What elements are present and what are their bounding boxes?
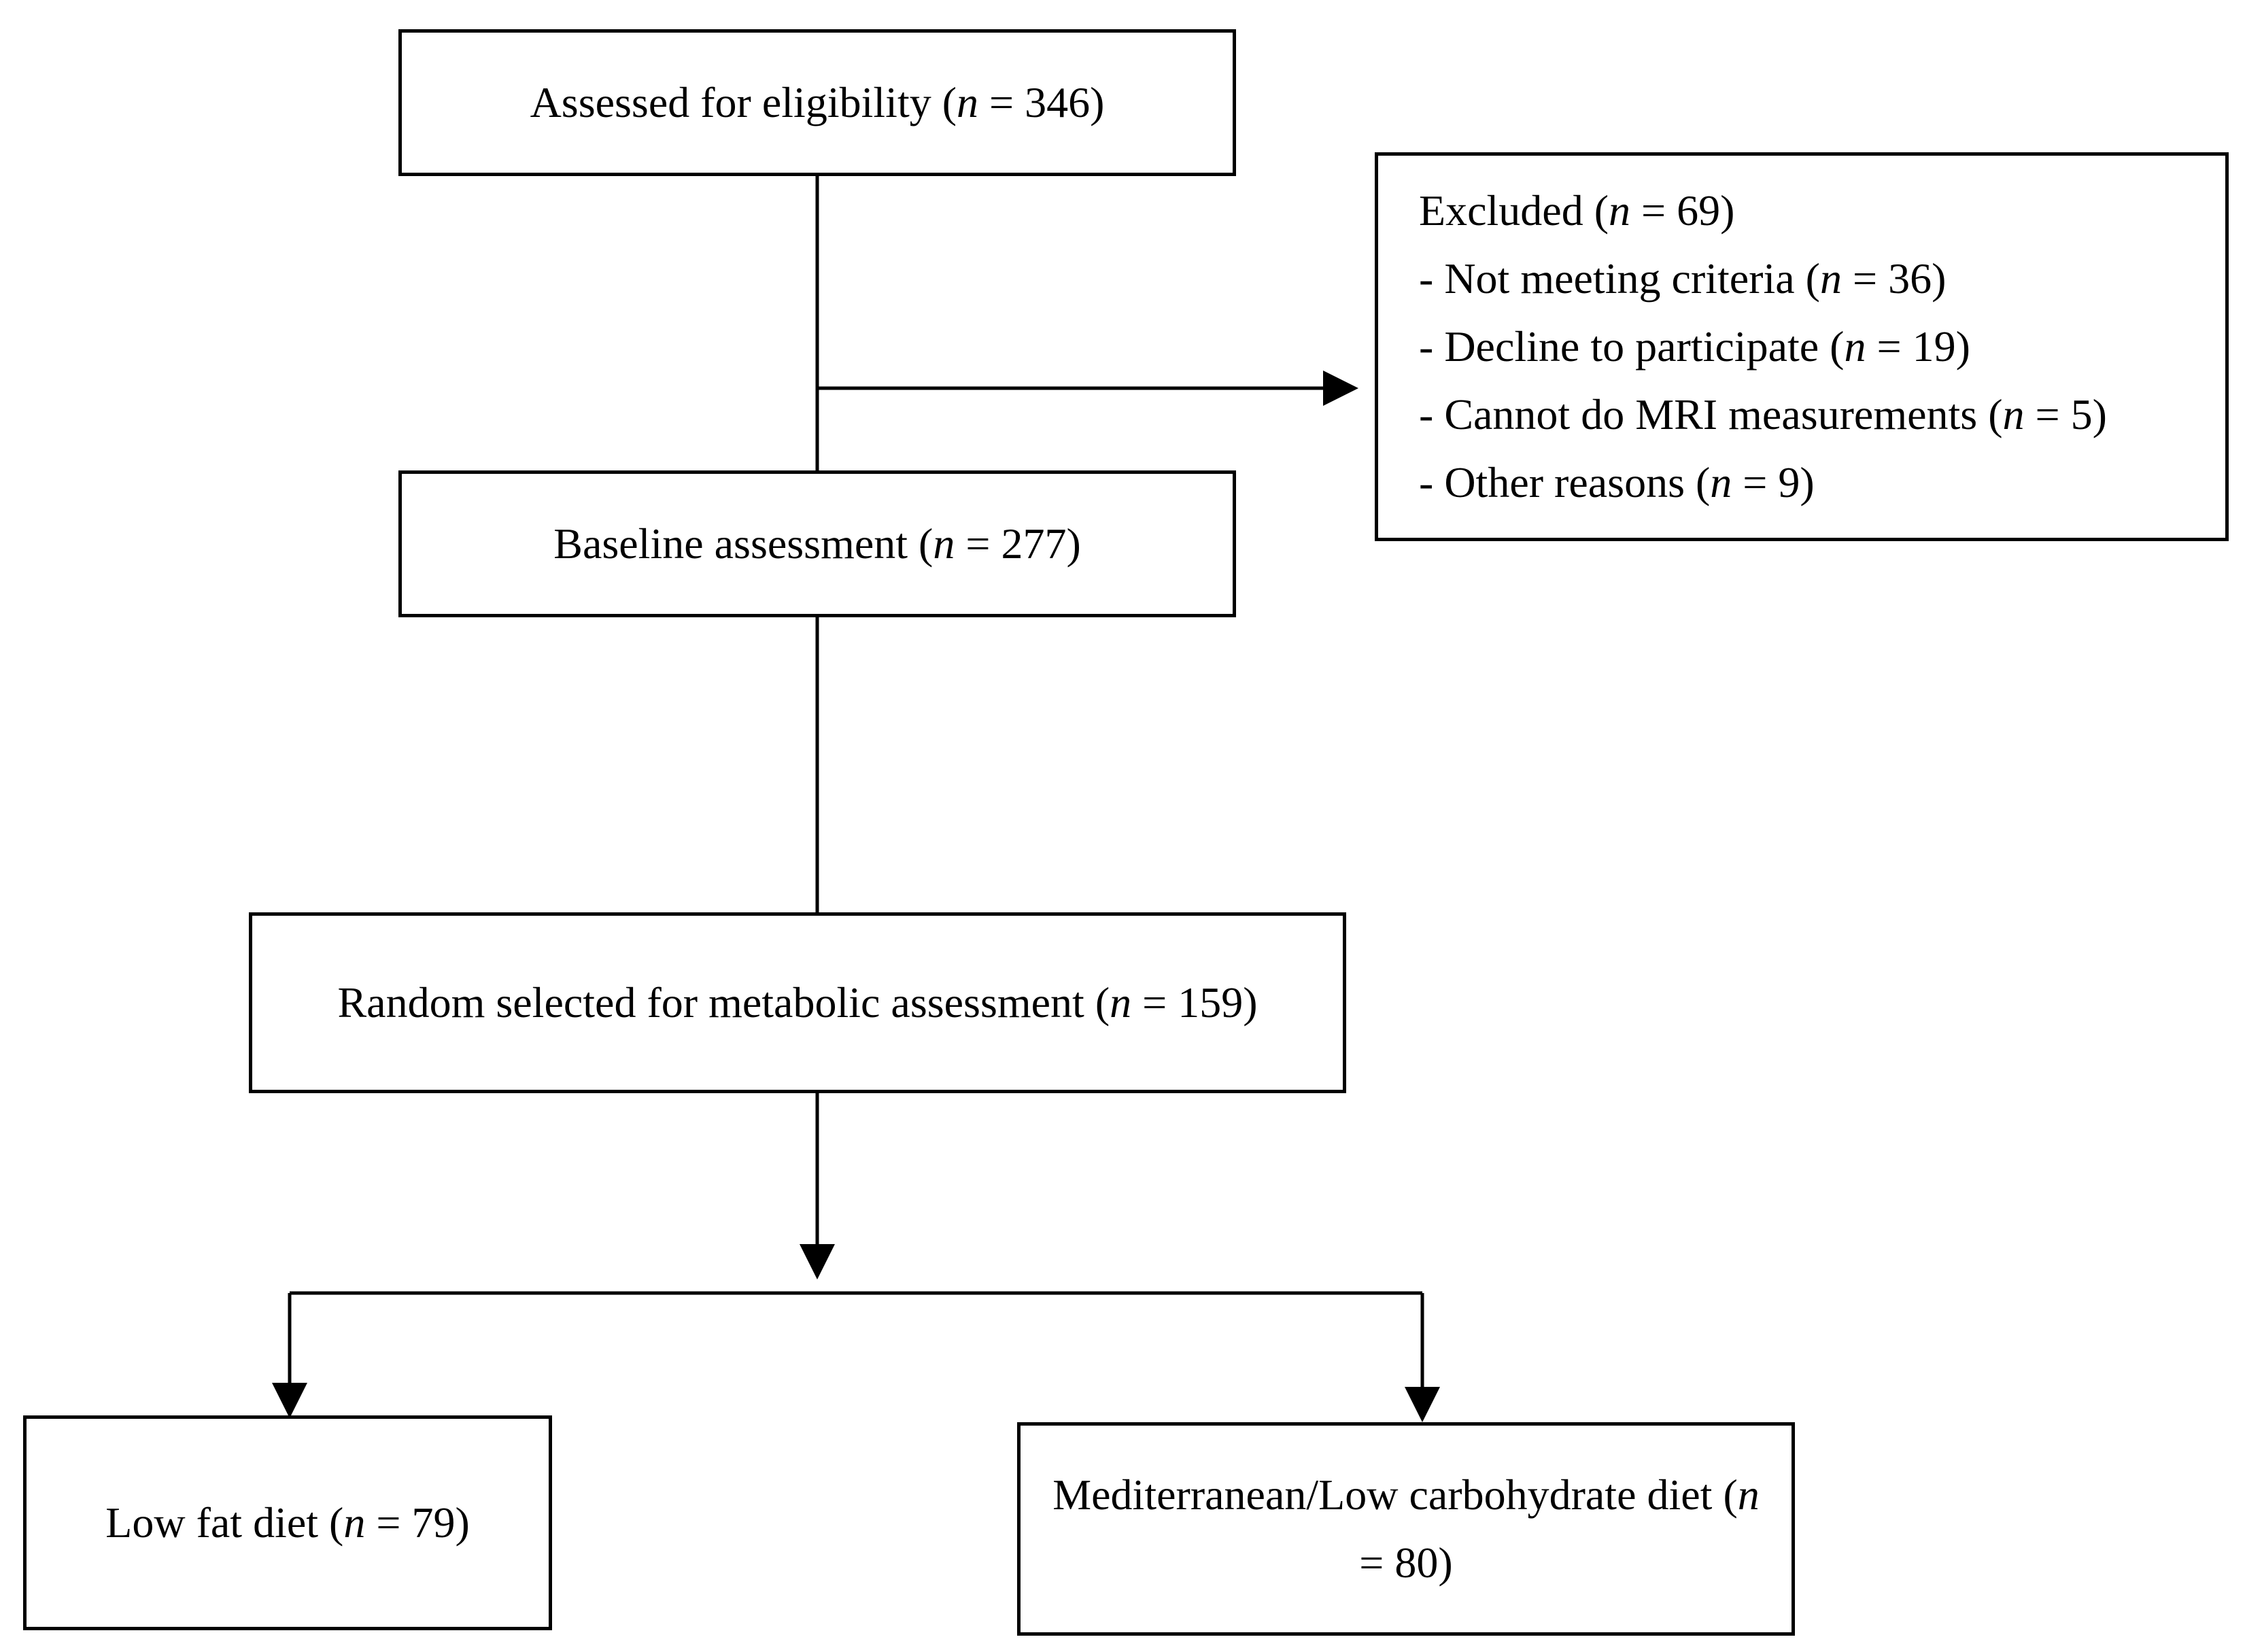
excluded-reason-declined: - Decline to participate (n = 19) xyxy=(1419,322,1970,371)
excluded-reason-other: - Other reasons (n = 9) xyxy=(1419,458,1815,506)
baseline-assessment-text: Baseline assessment (n = 277) xyxy=(553,519,1081,568)
assessed-eligibility-text: Assessed for eligibility (n = 346) xyxy=(530,78,1105,126)
arrowhead-excluded xyxy=(1323,371,1358,406)
excluded-title: Excluded (n = 69) xyxy=(1419,186,1735,235)
low-fat-diet-text: Low fat diet (n = 79) xyxy=(105,1498,470,1547)
random-selection-box: Random selected for metabolic assessment… xyxy=(249,912,1346,1093)
excluded-box: Excluded (n = 69) - Not meeting criteria… xyxy=(1375,152,2229,541)
low-fat-diet-box: Low fat diet (n = 79) xyxy=(23,1415,552,1630)
mediterranean-diet-text: Mediterranean/Low carbohydrate diet (n =… xyxy=(1052,1470,1760,1587)
mediterranean-diet-box: Mediterranean/Low carbohydrate diet (n =… xyxy=(1017,1422,1795,1636)
excluded-reason-no-mri: - Cannot do MRI measurements (n = 5) xyxy=(1419,390,2107,438)
assessed-eligibility-box: Assessed for eligibility (n = 346) xyxy=(398,29,1236,176)
excluded-reason-not-meeting-criteria: - Not meeting criteria (n = 36) xyxy=(1419,254,1947,303)
arrowhead-split xyxy=(800,1244,835,1279)
random-selection-text: Random selected for metabolic assessment… xyxy=(337,978,1258,1027)
arrowhead-low-fat xyxy=(272,1383,307,1418)
arrowhead-mediterranean xyxy=(1405,1387,1440,1422)
baseline-assessment-box: Baseline assessment (n = 277) xyxy=(398,470,1236,617)
